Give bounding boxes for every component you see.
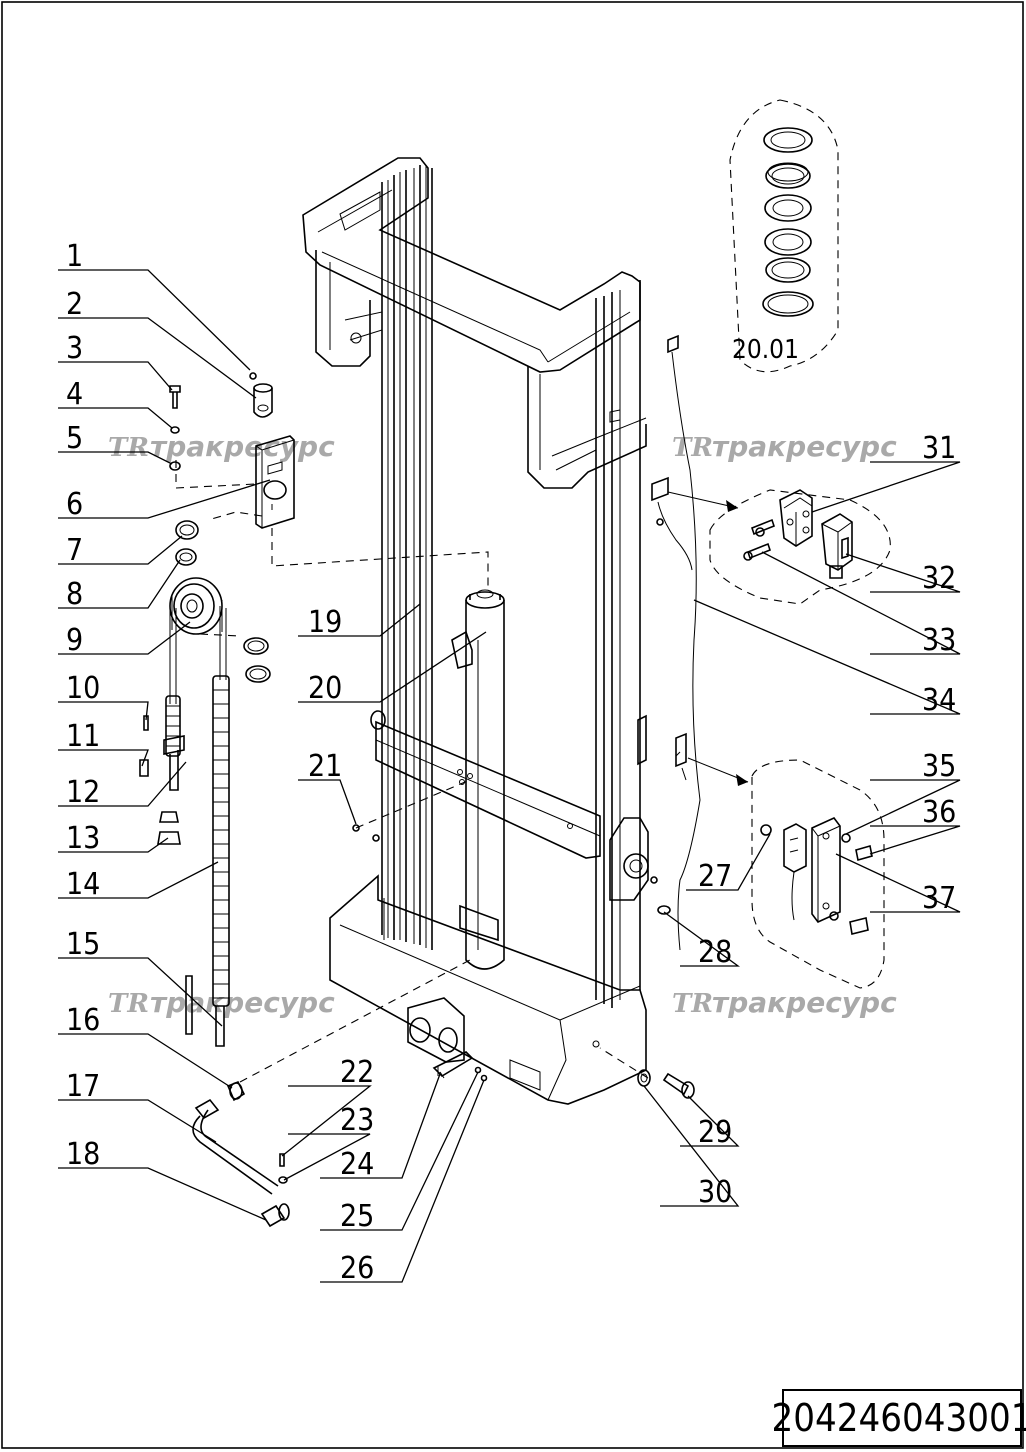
assembly-connection-lines <box>175 460 649 1083</box>
callout-9: 9 <box>66 623 83 658</box>
base-clip-parts <box>432 1051 488 1082</box>
watermark-bottom-right: TR тракресурс <box>672 986 897 1019</box>
chain-left <box>165 695 181 757</box>
watermark-bottom-left: TR тракресурс <box>108 986 335 1019</box>
callout-19: 19 <box>308 605 342 640</box>
watermark-logo: TR <box>108 989 149 1019</box>
left-components <box>139 372 295 1228</box>
callout-12: 12 <box>66 775 100 810</box>
watermark-text: тракресурс <box>150 430 335 463</box>
sensor-detail-group <box>709 489 891 605</box>
watermark-text: тракресурс <box>150 986 335 1019</box>
sensor-cable <box>609 334 701 951</box>
callout-31: 31 <box>922 431 956 466</box>
screws-21 <box>352 824 380 842</box>
callout-18: 18 <box>66 1137 100 1172</box>
callout-2: 2 <box>66 287 83 322</box>
callout-27: 27 <box>698 859 732 894</box>
watermark-logo: TR <box>672 989 713 1019</box>
callout-6: 6 <box>66 487 83 522</box>
watermark-top-right: TR тракресурс <box>672 430 897 463</box>
callout-14: 14 <box>66 867 100 902</box>
callout-33: 33 <box>922 623 956 658</box>
chain-right <box>212 675 230 1007</box>
watermark-logo: TR <box>108 433 149 463</box>
watermark-text: тракресурс <box>712 430 897 463</box>
callout-23: 23 <box>340 1103 374 1138</box>
callout-15: 15 <box>66 927 100 962</box>
callout-26: 26 <box>340 1251 374 1286</box>
callout-17: 17 <box>66 1069 100 1104</box>
callout-11: 11 <box>66 719 100 754</box>
watermark-text: тракресурс <box>712 986 897 1019</box>
callout-3: 3 <box>66 331 83 366</box>
callout-5: 5 <box>66 421 83 456</box>
callout-37: 37 <box>922 881 956 916</box>
callout-16: 16 <box>66 1003 100 1038</box>
callout-labels: 1 2 3 4 5 6 7 8 9 10 11 12 13 14 15 16 1… <box>66 239 956 1286</box>
seal-kit-detail <box>729 99 839 373</box>
callout-10: 10 <box>66 671 100 706</box>
callout-30: 30 <box>698 1175 732 1210</box>
drawing-code: 204246043001 <box>771 1396 1026 1440</box>
callout-leaders <box>58 269 961 1283</box>
drawing-code-box: 204246043001 <box>772 1389 1026 1447</box>
callout-36: 36 <box>922 795 956 830</box>
callout-8: 8 <box>66 577 83 612</box>
mast-frame <box>302 157 649 1105</box>
part-28 <box>650 876 671 915</box>
callout-35: 35 <box>922 749 956 784</box>
switch-detail-group <box>751 759 885 989</box>
callout-22: 22 <box>340 1055 374 1090</box>
callout-1: 1 <box>66 239 83 274</box>
callout-32: 32 <box>922 561 956 596</box>
callout-20: 20 <box>308 671 342 706</box>
watermark-top-left: TR тракресурс <box>108 430 335 463</box>
callout-20-01: 20.01 <box>732 335 799 365</box>
callout-25: 25 <box>340 1199 374 1234</box>
callout-13: 13 <box>66 821 100 856</box>
callout-34: 34 <box>922 683 956 718</box>
callout-24: 24 <box>340 1147 374 1182</box>
callout-21: 21 <box>308 749 342 784</box>
detail-arrows <box>667 491 749 786</box>
watermark-logo: TR <box>672 433 713 463</box>
callout-28: 28 <box>698 935 732 970</box>
callout-29: 29 <box>698 1115 732 1150</box>
callout-7: 7 <box>66 533 83 568</box>
callout-4: 4 <box>66 377 83 412</box>
base-bolt <box>637 1069 695 1099</box>
